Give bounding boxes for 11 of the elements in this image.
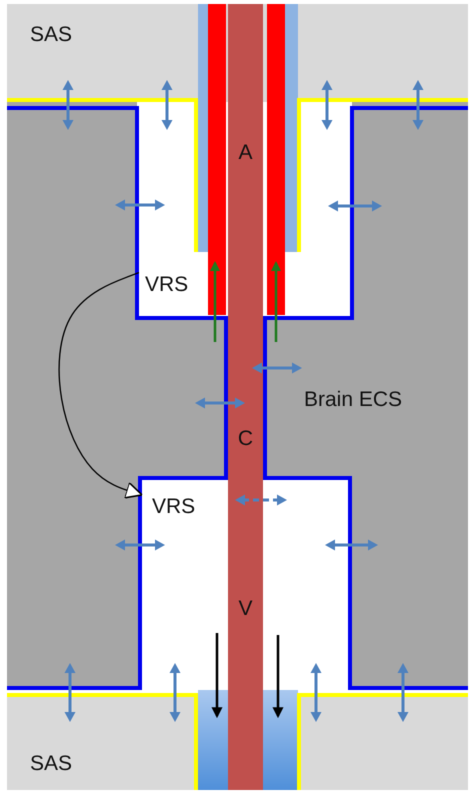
region-label: VRS xyxy=(145,274,188,295)
region-label: Brain ECS xyxy=(304,389,402,410)
region-label: VRS xyxy=(152,496,196,517)
vessel-segment xyxy=(228,4,263,318)
region-label: SAS xyxy=(30,24,72,45)
region-label: V xyxy=(238,598,252,619)
curved-arrow xyxy=(58,272,143,499)
region-label: C xyxy=(238,428,254,449)
region-label: A xyxy=(238,142,252,163)
vessel-segment xyxy=(228,478,263,790)
region-label: SAS xyxy=(30,753,72,774)
